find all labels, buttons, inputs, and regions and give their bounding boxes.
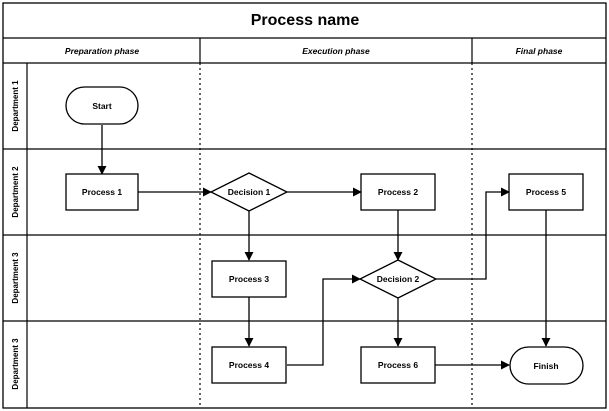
diagram-title: Process name <box>251 12 360 29</box>
process-2-label: Process 2 <box>378 187 418 197</box>
edge-process4-decision2 <box>287 274 361 366</box>
edge-decision2-process5 <box>436 187 510 280</box>
lane-label-department-3b: Department 3 <box>11 338 20 390</box>
process-5-node[interactable]: Process 5 <box>508 173 584 211</box>
start-node[interactable]: Start <box>65 86 139 125</box>
finish-node[interactable]: Finish <box>509 346 584 385</box>
phase-header-execution: Execution phase <box>302 46 370 56</box>
process-3-label: Process 3 <box>229 274 269 284</box>
start-node-label: Start <box>92 101 112 111</box>
lane-label-department-1: Department 1 <box>11 80 20 132</box>
phase-header-final: Final phase <box>516 46 563 56</box>
process-1-node[interactable]: Process 1 <box>65 173 139 211</box>
decision-2-node[interactable]: Decision 2 <box>358 259 438 299</box>
process-4-label: Process 4 <box>229 360 269 370</box>
process-4-node[interactable]: Process 4 <box>211 346 287 384</box>
finish-node-label: Finish <box>533 361 558 371</box>
process-6-node[interactable]: Process 6 <box>360 346 436 384</box>
process-6-label: Process 6 <box>378 360 418 370</box>
process-5-label: Process 5 <box>526 187 566 197</box>
process-3-node[interactable]: Process 3 <box>211 260 287 298</box>
decision-2-label: Decision 2 <box>377 274 420 284</box>
decision-1-node[interactable]: Decision 1 <box>209 172 289 212</box>
process-1-label: Process 1 <box>82 187 122 197</box>
decision-1-label: Decision 1 <box>228 187 271 197</box>
phase-header-preparation: Preparation phase <box>65 46 139 56</box>
lane-label-department-3: Department 3 <box>11 252 20 304</box>
process-2-node[interactable]: Process 2 <box>360 173 436 211</box>
lane-label-department-2: Department 2 <box>11 166 20 218</box>
